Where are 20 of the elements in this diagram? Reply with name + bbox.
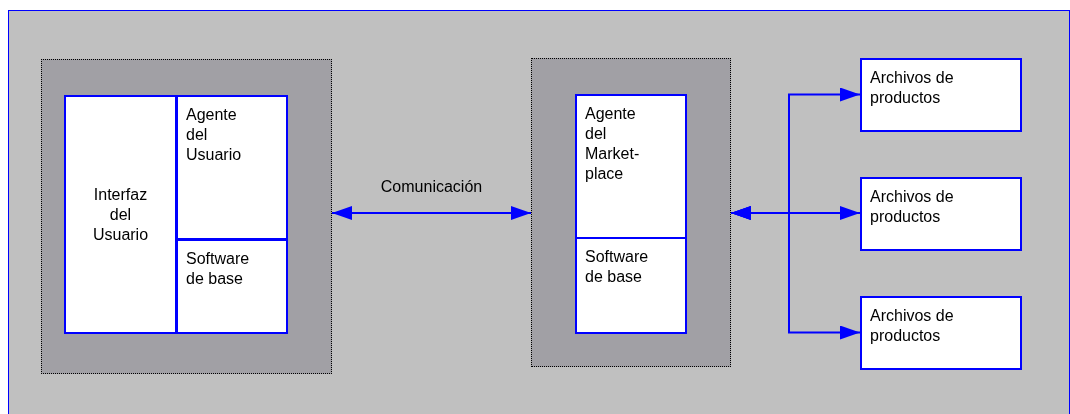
node-label: Agente del Usuario [186,105,243,165]
edge-label: Comunicación [380,178,483,196]
component-box [176,239,288,334]
node-label: Software de base [585,247,650,287]
node-label: Agente del Market-place [585,104,641,184]
component-box [64,95,177,334]
node-label: Archivos de productos [870,187,955,227]
component-box [860,58,1022,132]
node-label: Archivos de productos [870,306,955,346]
component-box [860,177,1022,251]
container-panel [531,58,731,367]
node-label: Interfaz del Usuario [91,184,150,245]
node-label: Archivos de productos [870,68,955,108]
component-box [575,94,687,239]
container-panel [41,59,332,374]
node-label: Software de base [186,249,251,289]
component-box [575,237,687,334]
component-box [860,296,1022,370]
connector-arrow [331,206,532,220]
component-box [176,95,288,240]
